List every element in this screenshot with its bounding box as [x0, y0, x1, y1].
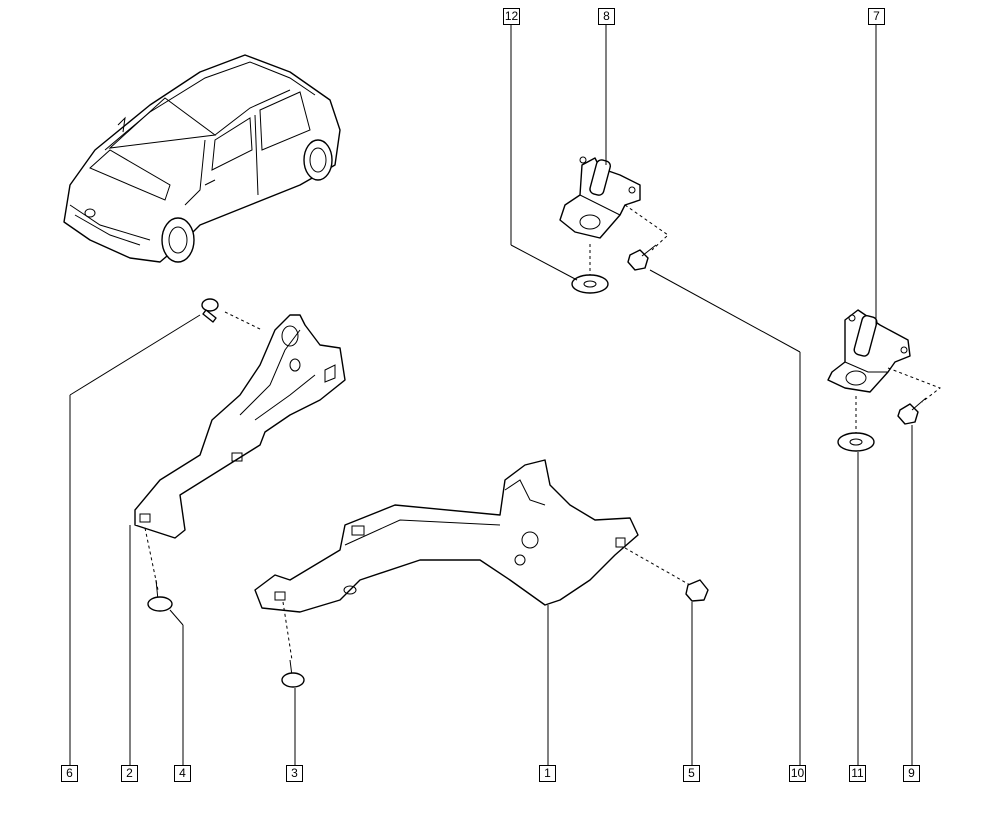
screw-part-10[interactable]	[627, 244, 657, 271]
callout-12[interactable]: 12	[503, 8, 520, 25]
screw-part-4[interactable]	[147, 579, 173, 612]
callout-10[interactable]: 10	[789, 765, 806, 782]
car-illustration	[63, 54, 341, 263]
callout-2[interactable]: 2	[121, 765, 138, 782]
callout-5[interactable]: 5	[683, 765, 700, 782]
screw-part-3[interactable]	[281, 659, 305, 688]
washer-part-12[interactable]	[571, 244, 609, 294]
hinge-part-8[interactable]	[559, 156, 669, 251]
callout-4[interactable]: 4	[174, 765, 191, 782]
callout-7[interactable]: 7	[868, 8, 885, 25]
callout-9[interactable]: 9	[903, 765, 920, 782]
callout-1[interactable]: 1	[539, 765, 556, 782]
callout-11[interactable]: 11	[849, 765, 866, 782]
hinge-part-7[interactable]	[827, 309, 942, 403]
screw-part-6[interactable]	[201, 298, 219, 323]
leader-lines	[69, 24, 913, 765]
washer-part-11[interactable]	[837, 396, 875, 452]
screw-part-9[interactable]	[897, 397, 927, 425]
callout-8[interactable]: 8	[598, 8, 615, 25]
callout-6[interactable]: 6	[61, 765, 78, 782]
callout-3[interactable]: 3	[286, 765, 303, 782]
bracket-part-1[interactable]	[254, 459, 691, 661]
screw-part-5[interactable]	[685, 579, 709, 602]
bracket-part-2[interactable]	[134, 311, 346, 591]
